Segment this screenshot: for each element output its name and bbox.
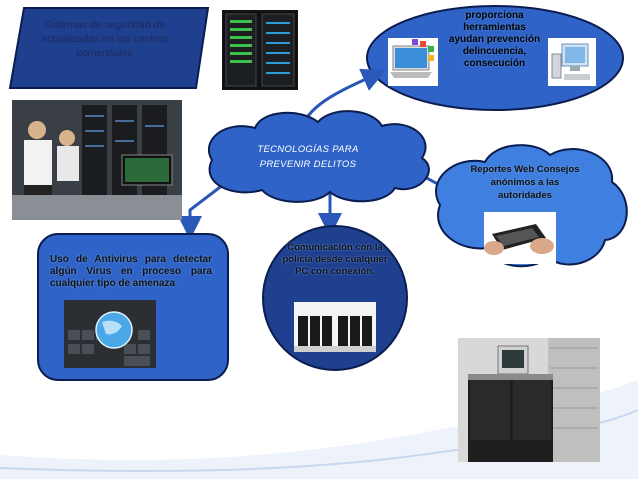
handheld-device-photo [484, 212, 556, 264]
server-room-photo [294, 302, 376, 352]
connector-to-antivirus [178, 176, 233, 240]
datacenter-people-photo [12, 100, 182, 220]
network-computer-photo [548, 38, 596, 86]
central-cloud [207, 110, 430, 203]
server-rack-photo [222, 10, 298, 90]
antivirus-text: Uso de Antivirus para detectar algún Vir… [50, 254, 212, 289]
tools-ellipse-text: proporciona herramientas ayudan prevenci… [448, 10, 541, 69]
reports-cloud-text: Reportes Web Consejos anónimos a las aut… [470, 164, 580, 201]
central-cloud-line2: PREVENIR DELITOS [259, 159, 357, 170]
central-cloud-line1: TECNOLOGÍAS PARA [257, 144, 359, 155]
police-circle-text: Comunicación con la policía desde cualqu… [282, 242, 388, 277]
workstation-photo [458, 338, 600, 462]
laptop-apps-photo [388, 38, 438, 86]
security-systems-text: Sistemas de seguridad de actualizadas en… [41, 19, 168, 59]
security-systems-parallelogram [8, 7, 210, 89]
central-cloud-title: TECNOLOGÍAS PARA PREVENIR DELITOS [238, 142, 378, 172]
keyboard-globe-photo [64, 300, 156, 368]
